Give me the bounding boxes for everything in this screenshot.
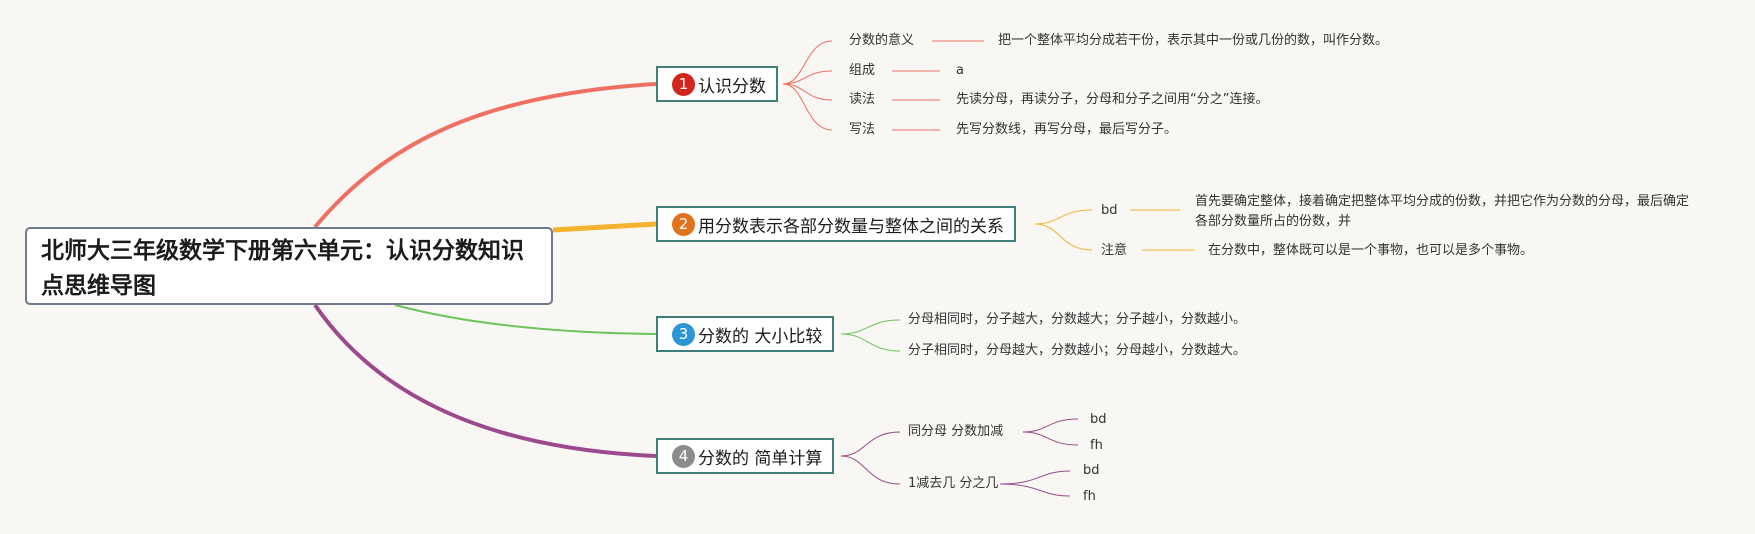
link-root-b2 — [552, 221, 657, 233]
b3-child-1-label[interactable]: 分母相同时，分子越大，分数越大；分子越小，分数越小。 — [908, 312, 1247, 327]
b4-child-1-sub-2[interactable]: fh — [1090, 438, 1103, 453]
b4-child-2-sub-2[interactable]: fh — [1083, 489, 1096, 504]
b1-child-3-label[interactable]: 读法 — [849, 92, 876, 107]
branch-2-topic[interactable]: 2 用分数表示各部分数量与整体之间的关系 — [656, 206, 1016, 242]
root-title: 北师大三年级数学下册第六单元：认识分数知识点思维导图 — [41, 238, 524, 299]
number-badge-2: 2 — [672, 212, 695, 236]
b2-child-1-label[interactable]: bd — [1101, 203, 1118, 218]
branch-3-label: 分数的 大小比较 — [698, 326, 823, 347]
b1-child-2-label[interactable]: 组成 — [849, 63, 876, 78]
b1-child-1-detail[interactable]: 把一个整体平均分成若干份，表示其中一份或几份的数，叫作分数。 — [998, 33, 1389, 48]
b4-child-links — [840, 418, 1079, 497]
link-root-b3 — [394, 304, 657, 335]
b2-child-1-detail[interactable]: 首先要确定整体，接着确定把整体平均分成的份数，并把它作为分数的分母，最后确定各部… — [1195, 194, 1690, 229]
link-root-b4 — [313, 303, 657, 458]
number-badge-3: 3 — [672, 322, 695, 346]
b1-child-3-detail[interactable]: 先读分母，再读分子，分母和分子之间用“分之”连接。 — [956, 92, 1269, 107]
link-root-b1 — [313, 82, 657, 229]
b4-child-1-label[interactable]: 同分母 分数加减 — [908, 424, 1004, 439]
b1-child-4-detail[interactable]: 先写分数线，再写分母，最后写分子。 — [956, 122, 1178, 137]
b3-child-links — [840, 319, 901, 352]
b4-child-2-label[interactable]: 1减去几 分之几 — [908, 476, 999, 491]
branch-1-label: 认识分数 — [698, 76, 766, 97]
b1-child-links — [782, 40, 984, 131]
b1-child-4-label[interactable]: 写法 — [849, 122, 876, 137]
b1-child-2-detail[interactable]: a — [956, 63, 964, 78]
number-badge-4: 4 — [672, 444, 695, 468]
b2-child-2-label[interactable]: 注意 — [1101, 243, 1128, 258]
branch-3-topic[interactable]: 3 分数的 大小比较 — [656, 316, 835, 352]
branch-1-topic[interactable]: 1 认识分数 — [656, 66, 778, 102]
branch-2-label: 用分数表示各部分数量与整体之间的关系 — [698, 216, 1004, 237]
b1-child-1-label[interactable]: 分数的意义 — [849, 33, 915, 48]
b3-child-2-label[interactable]: 分子相同时，分母越大，分数越小；分母越小，分数越大。 — [908, 343, 1247, 358]
b2-child-links — [1034, 209, 1195, 251]
b2-child-2-detail[interactable]: 在分数中，整体既可以是一个事物，也可以是多个事物。 — [1208, 243, 1534, 258]
branch-4-topic[interactable]: 4 分数的 简单计算 — [656, 438, 835, 474]
branch-4-label: 分数的 简单计算 — [698, 448, 823, 469]
b4-child-2-sub-1[interactable]: bd — [1083, 463, 1100, 478]
root-topic[interactable]: 北师大三年级数学下册第六单元：认识分数知识点思维导图 — [25, 227, 553, 305]
number-badge-1: 1 — [672, 72, 695, 96]
b4-child-1-sub-1[interactable]: bd — [1090, 412, 1107, 427]
